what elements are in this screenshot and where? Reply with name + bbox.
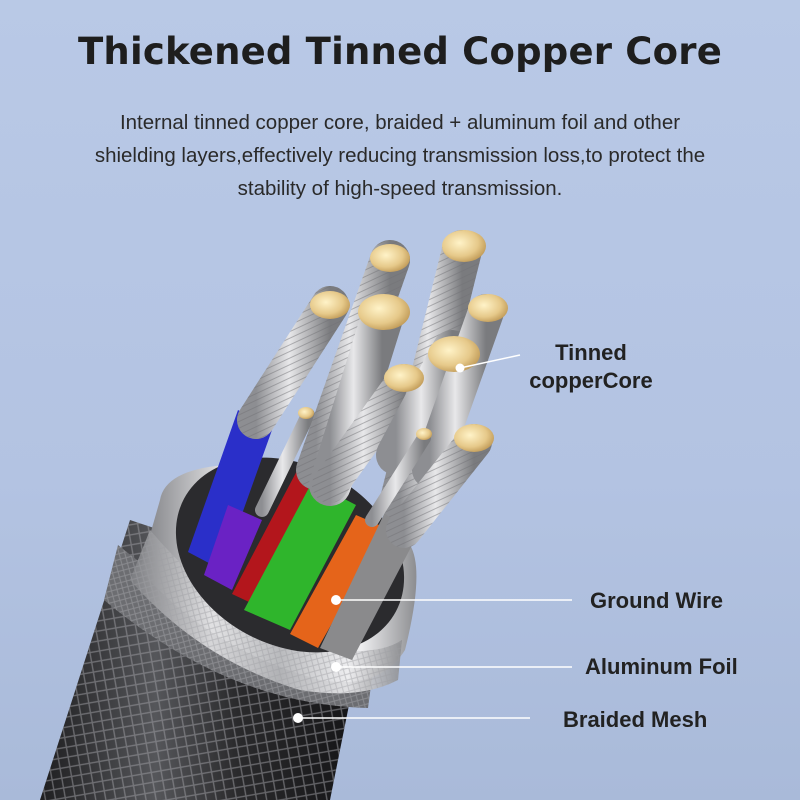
label-line: Tinned <box>555 340 627 365</box>
page-title: Thickened Tinned Copper Core <box>77 30 723 73</box>
blue-wire <box>188 410 272 570</box>
ground-wire <box>320 510 420 660</box>
callout-pointers <box>293 354 572 723</box>
description-line: stability of high-speed transmission. <box>237 177 563 200</box>
label-braided-mesh: Braided Mesh <box>563 707 708 732</box>
insulated-wires <box>188 410 420 660</box>
label-tinned-copper-core: Tinned copperCore <box>526 339 656 395</box>
label-line: copperCore <box>529 368 653 393</box>
label-ground-wire: Ground Wire <box>590 588 724 613</box>
orange-wire <box>290 515 386 648</box>
label-aluminum-foil: Aluminum Foil <box>585 654 738 679</box>
green-wire <box>244 482 356 630</box>
copper-tips <box>298 230 508 452</box>
description-line: shielding layers,effectively reducing tr… <box>94 144 706 167</box>
description: Internal tinned copper core, braided + a… <box>40 106 760 205</box>
copper-strands <box>237 230 504 548</box>
description-line: Internal tinned copper core, braided + a… <box>119 111 681 134</box>
purple-wire <box>204 505 262 590</box>
